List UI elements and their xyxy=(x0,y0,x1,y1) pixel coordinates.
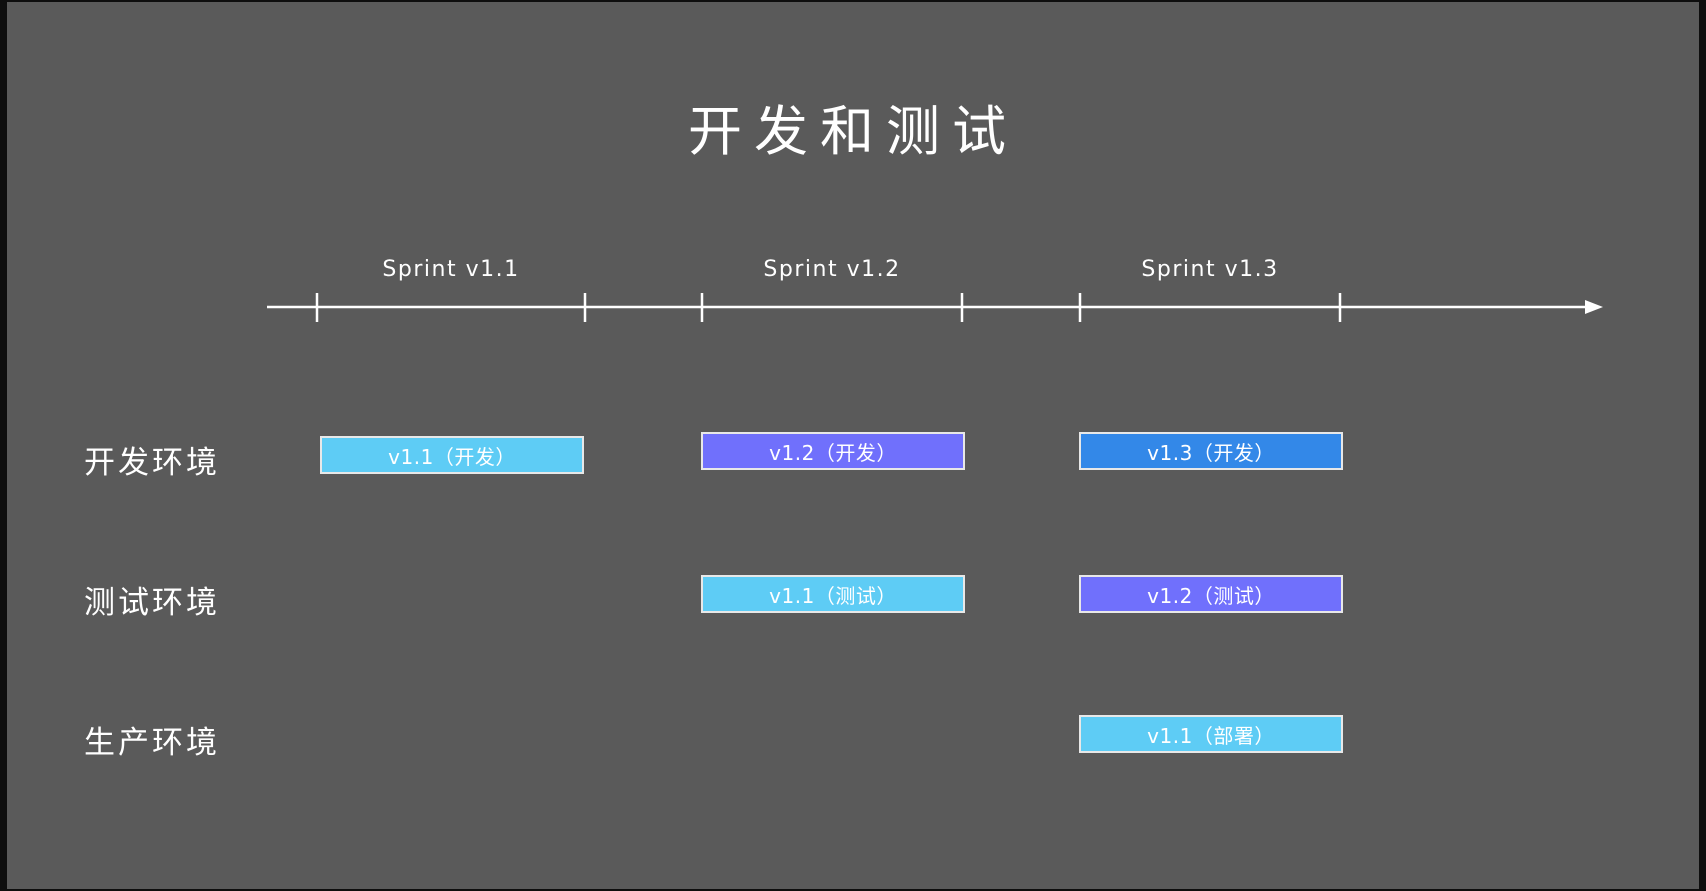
bar-dev-v1-2[interactable]: v1.2（开发） xyxy=(701,432,965,470)
sprint-timeline: Sprint v1.1 Sprint v1.2 Sprint v1.3 xyxy=(7,257,1699,337)
sprint-label-3: Sprint v1.3 xyxy=(1141,257,1279,282)
row-label-test-environment: 测试环境 xyxy=(84,585,220,621)
row-label-dev-environment: 开发环境 xyxy=(84,445,220,481)
bar-test-v1-2[interactable]: v1.2（测试） xyxy=(1079,575,1343,613)
bar-dev-v1-1[interactable]: v1.1（开发） xyxy=(320,436,584,474)
sprint-label-1: Sprint v1.1 xyxy=(382,257,520,282)
timeline-arrow-head xyxy=(1585,300,1603,314)
diagram-content: 开发和测试 Sprint v1.1 Sprint v1.2 Sprint v1.… xyxy=(7,2,1699,889)
timeline-axis-svg xyxy=(267,293,1603,322)
bar-test-v1-1[interactable]: v1.1（测试） xyxy=(701,575,965,613)
row-label-prod-environment: 生产环境 xyxy=(84,725,220,761)
sprint-label-2: Sprint v1.2 xyxy=(763,257,901,282)
bar-dev-v1-3[interactable]: v1.3（开发） xyxy=(1079,432,1343,470)
page-title: 开发和测试 xyxy=(688,100,1018,163)
bar-prod-v1-1[interactable]: v1.1（部署） xyxy=(1079,715,1343,753)
